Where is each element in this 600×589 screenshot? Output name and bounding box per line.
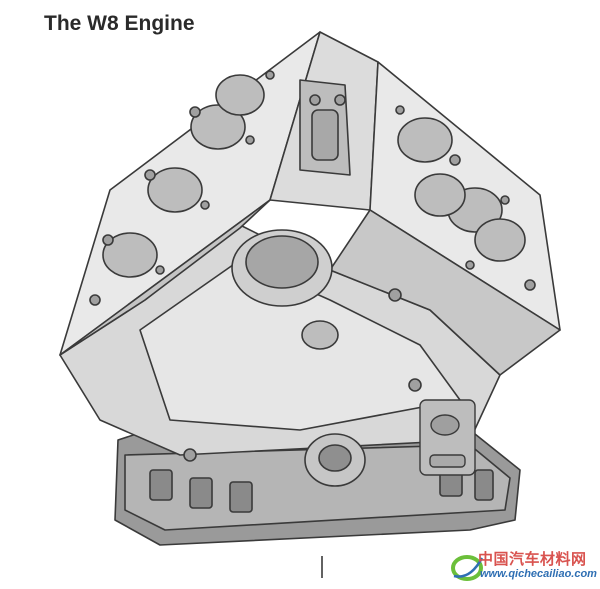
cylinder-bank-left (59, 31, 321, 356)
block-front-face (59, 224, 501, 456)
block-valley (269, 31, 379, 211)
swoosh-ring-icon (451, 555, 484, 581)
watermark-url: www.qichecailiao.com (480, 568, 597, 580)
diagram-title: The W8 Engine (44, 12, 195, 35)
front-bore (183, 229, 422, 487)
cylinder-bank-right (329, 61, 561, 376)
watermark-cn-text: 中国汽车材料网 (478, 550, 587, 568)
watermark: 中国汽车材料网 www.qichecailiao.com (450, 548, 598, 586)
timing-cover-details (419, 399, 476, 476)
